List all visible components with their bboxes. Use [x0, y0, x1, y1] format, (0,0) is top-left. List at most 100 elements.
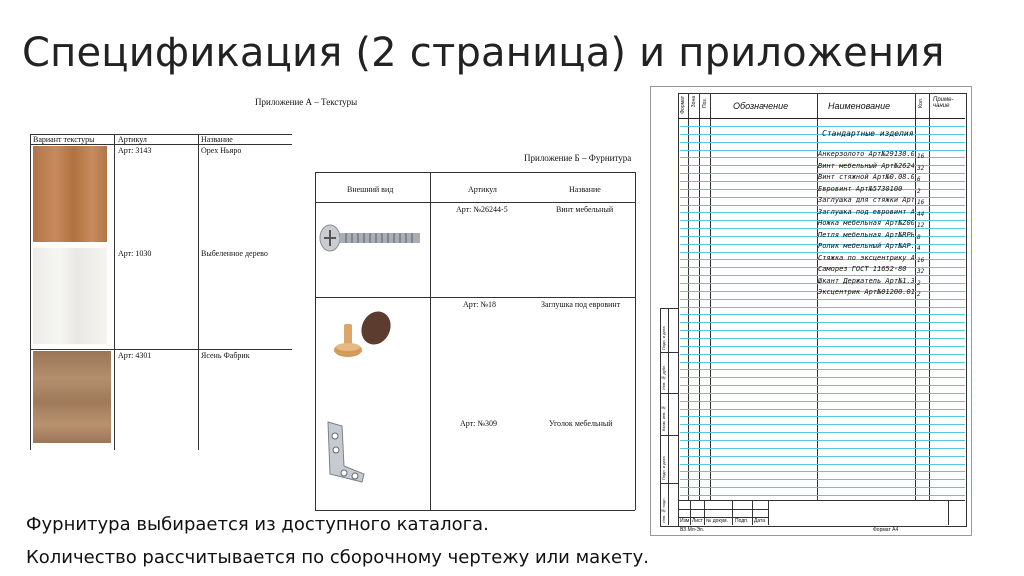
appendix-b-heading: Приложение Б – Фурнитура [524, 153, 632, 163]
spec-row-line [680, 212, 965, 214]
col-appearance-header: Внешний вид [347, 185, 394, 194]
spec-row-line [680, 298, 965, 300]
spec-entry-name: Петля мебельная Арт№RPH.01.RAQ.0M5 [818, 230, 914, 239]
texture-article: Арт: 1030 [118, 249, 152, 258]
spec-row-line [680, 141, 965, 143]
col-article-header: Артикул [468, 185, 497, 194]
spec-row-line [680, 165, 965, 167]
spec-row-line [680, 322, 965, 324]
side-label-sign-date-2: Подп. и дата [661, 456, 666, 480]
slide-title: Спецификация (2 страница) и приложения [22, 30, 945, 76]
fitting-article: Арт: №18 [463, 300, 497, 309]
spec-entry-qty: 16 [917, 199, 925, 206]
cap-image [334, 311, 391, 357]
footer-label-sign: Подп. [735, 518, 749, 524]
spec-row-line [680, 487, 965, 489]
spec-entry-name: Ножка мебельная Арт№Z0028 [818, 219, 914, 227]
spec-row-line [680, 440, 965, 441]
spec-row-line [680, 259, 965, 261]
spec-row-line [680, 377, 965, 379]
fitting-article: Арт: №309 [460, 419, 498, 428]
spec-row-line [680, 353, 965, 355]
bullet-quantity: Количество рассчитывается по сборочному … [26, 547, 649, 568]
footer-code: ВЗ.Мл-Эл. [680, 527, 705, 533]
spec-row-line [680, 204, 965, 206]
footer-label-change: Изм [680, 518, 690, 524]
texture-name: Ясень Фабрик [201, 351, 250, 360]
spec-entry-name: Заглушка для стяжки Арт№18 [818, 196, 914, 204]
texture-swatch-walnut [33, 146, 107, 242]
spec-entry-qty: 2 [917, 187, 921, 195]
spec-row-line [680, 337, 965, 339]
spec-row-line [680, 369, 965, 371]
fitting-article: Арт: №26244-5 [456, 205, 508, 214]
spec-entry-name: Евровинт Арт№5730100 [818, 184, 903, 193]
texture-name: Выбеленное дерево [201, 249, 268, 258]
spec-header-format: Формат [680, 96, 686, 114]
spec-entry-name: Винт мебельный Арт№26244-5 [818, 161, 914, 170]
spec-entry-qty: 16 [917, 256, 925, 264]
col-texture-header: Вариант текстуры [33, 135, 95, 144]
spec-inner-frame [678, 93, 967, 527]
spec-entry-name: Саморез ГОСТ 11652-80 [818, 265, 907, 273]
spec-row-line [680, 463, 965, 465]
footer-label-date: Дата [754, 518, 766, 524]
spec-entry-qty: 16 [917, 153, 925, 160]
spec-row-line [680, 361, 965, 363]
spec-row-line [680, 455, 965, 457]
appendix-a-heading: Приложение А – Текстуры [255, 97, 358, 107]
spec-entry-qty: 2 [917, 291, 921, 298]
spec-header-qty: Кол. [918, 98, 924, 108]
footer-label-sheet: Лист [692, 518, 703, 524]
spec-row-line [680, 173, 965, 175]
spec-row-line [680, 220, 965, 222]
spec-row-line [680, 283, 965, 284]
spec-entry-name: Шкант Держатель Арт№1.36 [818, 276, 914, 285]
spec-row-line [680, 385, 965, 387]
side-label-replace-inv: Взам. инв. № [661, 405, 666, 432]
spec-entry-name: Заглушка под евровинт Арт№18 кт. [818, 207, 914, 216]
spec-entry-name: Винт стяжной Арт№0.08.021 [818, 173, 914, 181]
spec-row-line [680, 157, 965, 159]
fitting-name: Винт мебельный [556, 205, 614, 214]
side-label-sign-date: Подп. и дата [661, 326, 666, 350]
spec-entry-qty: 32 [917, 268, 925, 275]
footer-format: Формат А4 [873, 527, 899, 533]
texture-swatch-bleached [33, 248, 107, 344]
spec-binding-strip [660, 308, 679, 527]
bracket-image [327, 421, 365, 483]
spec-row-line [680, 180, 965, 182]
bullet-catalog: Фурнитура выбирается из доступного катал… [26, 514, 489, 535]
spec-row-line [680, 330, 965, 332]
texture-article: Арт: 4301 [118, 351, 152, 360]
spec-row-line [680, 424, 965, 426]
spec-row-line [680, 290, 965, 292]
spec-row-line [680, 235, 965, 237]
col-name-header: Название [569, 185, 601, 194]
spec-entry-qty: 8 [917, 233, 921, 241]
spec-row-line [680, 345, 965, 347]
spec-row-line [680, 392, 965, 394]
spec-row-line [680, 471, 965, 473]
spec-sheet-frame [650, 86, 972, 536]
spec-row-line [680, 408, 965, 410]
spec-entry-name: Анкерзолото Арт№29130.00.0000 [818, 150, 914, 158]
spec-header-note: Приме-чание [933, 97, 954, 109]
spec-entry-name: Эксцентрик Арт№01200.012. ZM [818, 288, 914, 296]
texture-article: Арт: 3143 [118, 146, 152, 155]
spec-entry-qty: 12 [917, 222, 925, 229]
spec-row-line [680, 400, 965, 402]
screw-image [319, 224, 420, 252]
spec-row-line [680, 196, 965, 198]
footer-label-doc: № докум. [706, 518, 728, 524]
spec-header-name: Наименование [828, 101, 891, 111]
texture-swatch-ash [33, 351, 111, 443]
spec-row-line [680, 251, 965, 253]
spec-row-line [680, 188, 965, 190]
spec-row-line [680, 479, 965, 481]
spec-row-line [680, 314, 965, 316]
spec-header-pos: Поз. [702, 98, 708, 108]
spec-row-line [680, 133, 965, 135]
spec-row-line [680, 267, 965, 269]
spec-row-line [680, 306, 965, 308]
